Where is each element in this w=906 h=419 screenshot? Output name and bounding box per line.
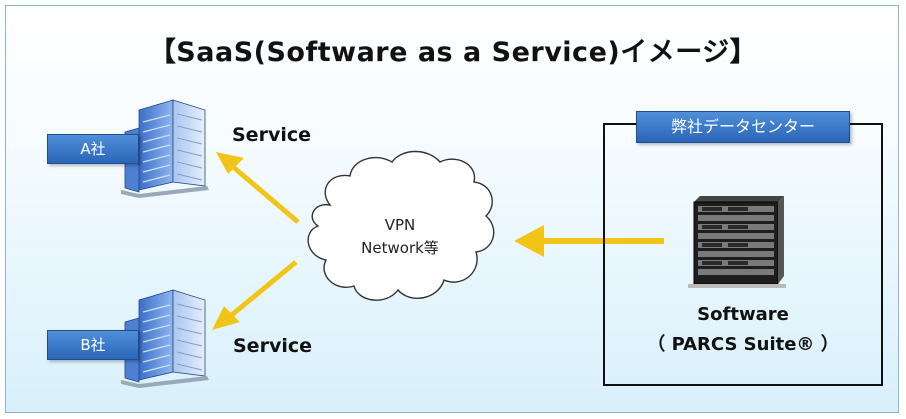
server-rack-icon (688, 196, 786, 288)
software-label: Software （ PARCS Suite® ） (603, 300, 883, 360)
service-label-a: Service (232, 124, 311, 146)
service-label-b: Service (233, 335, 312, 357)
software-product: （ PARCS Suite® ） (647, 334, 839, 355)
cloud-label: VPN Network等 (330, 214, 470, 260)
cloud-icon (307, 150, 495, 301)
arrow-from-datacenter (514, 225, 664, 257)
cloud-label-line1: VPN (384, 216, 416, 234)
arrow-to-company-b (212, 260, 298, 330)
arrow-to-company-a (216, 152, 300, 224)
office-building-icon (121, 289, 209, 388)
company-b-label: B社 (47, 330, 139, 360)
diagram-title: 【SaaS(Software as a Service)イメージ】 (148, 37, 758, 68)
company-a-label: A社 (47, 134, 139, 164)
software-name: Software (697, 304, 789, 325)
datacenter-label: 弊社データセンター (636, 111, 850, 143)
cloud-label-line2: Network等 (361, 239, 439, 257)
